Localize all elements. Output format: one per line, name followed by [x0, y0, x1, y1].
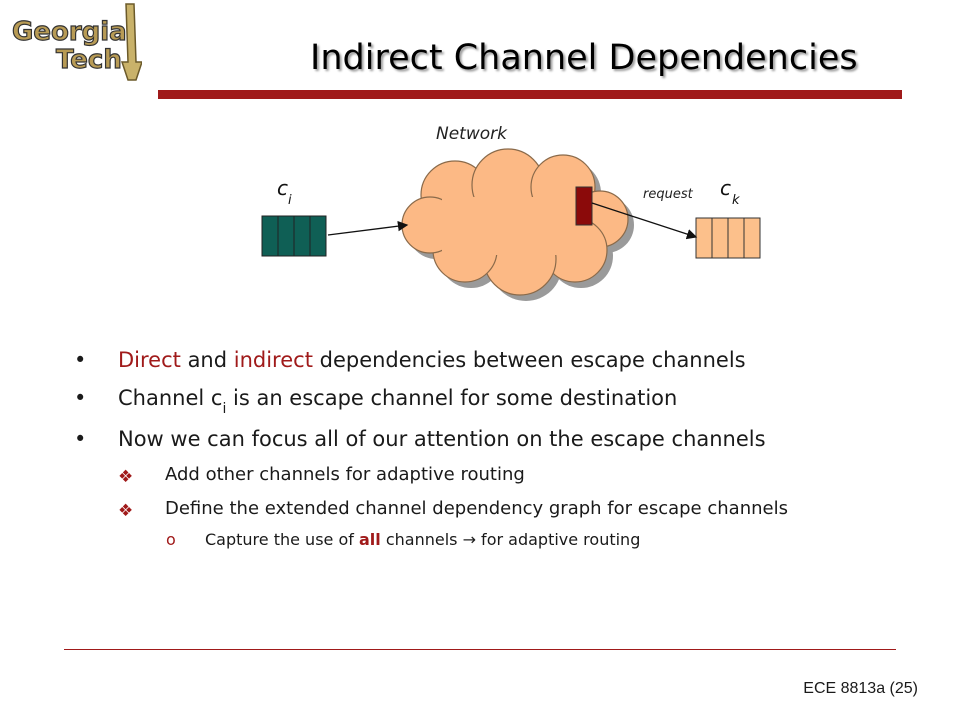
sub-bullet-list: ❖ Add other channels for adaptive routin…	[70, 462, 900, 552]
sub-sub-text-suffix: for adaptive routing	[475, 530, 641, 549]
circle-bullet-icon: o	[166, 530, 176, 549]
ck-queue	[695, 217, 761, 259]
bullet-channel-ci: • Channel ci is an escape channel for so…	[70, 383, 900, 417]
sub-sub-text-middle: channels	[380, 530, 463, 549]
ci-to-network-arrow	[327, 220, 409, 236]
georgia-tech-logo: Georgia Tech	[11, 3, 142, 81]
ci-subscript: i	[288, 193, 292, 208]
word-direct: Direct	[118, 348, 181, 372]
ci-label: c	[277, 176, 288, 200]
ck-subscript: k	[732, 193, 740, 208]
network-buffer	[575, 186, 593, 226]
network-to-ck-arrow	[591, 202, 698, 240]
diamond-bullet-icon: ❖	[118, 467, 134, 487]
word-and: and	[180, 348, 234, 372]
bullet-text: is an escape channel for some destinatio…	[226, 386, 678, 410]
network-label: Network	[436, 124, 508, 144]
logo-line2: Tech	[56, 45, 122, 75]
sub-bullet-text: Define the extended channel dependency g…	[165, 498, 788, 519]
sub-sub-text-prefix: Capture the use of	[205, 530, 359, 549]
sub-bullet-text: Add other channels for adaptive routing	[165, 464, 525, 485]
slide-title: Indirect Channel Dependencies	[310, 38, 858, 78]
word-indirect: indirect	[233, 348, 313, 372]
right-arrow-icon: →	[462, 530, 476, 549]
bullet-text: Now we can focus all of our attention on…	[118, 427, 766, 451]
bullet-text-prefix: Channel c	[118, 386, 223, 410]
bottom-rule	[64, 649, 896, 650]
title-rule	[158, 90, 902, 99]
sub-bullet-define-graph: ❖ Define the extended channel dependency…	[70, 496, 900, 522]
ci-subscript-text: i	[222, 401, 227, 417]
sub-sub-bullet-capture: o Capture the use of all channels → for …	[70, 528, 900, 552]
logo-line1: Georgia	[12, 17, 127, 47]
bullet-list: • Direct and indirect dependencies betwe…	[70, 345, 900, 552]
network-diagram: Network c i request c k	[261, 124, 761, 301]
ck-label: c	[720, 176, 731, 200]
request-label: request	[643, 187, 694, 202]
ci-queue	[261, 215, 327, 257]
slide-footer: ECE 8813a (25)	[803, 680, 918, 697]
bullet-marker: •	[74, 348, 87, 372]
bullet-text: dependencies between escape channels	[312, 348, 746, 372]
word-all: all	[358, 530, 381, 549]
bullet-marker: •	[74, 386, 87, 410]
bullet-focus: • Now we can focus all of our attention …	[70, 424, 900, 454]
bullet-direct-indirect: • Direct and indirect dependencies betwe…	[70, 345, 900, 375]
bullet-marker: •	[74, 427, 87, 451]
diamond-bullet-icon: ❖	[118, 501, 134, 521]
sub-bullet-add-channels: ❖ Add other channels for adaptive routin…	[70, 462, 900, 488]
